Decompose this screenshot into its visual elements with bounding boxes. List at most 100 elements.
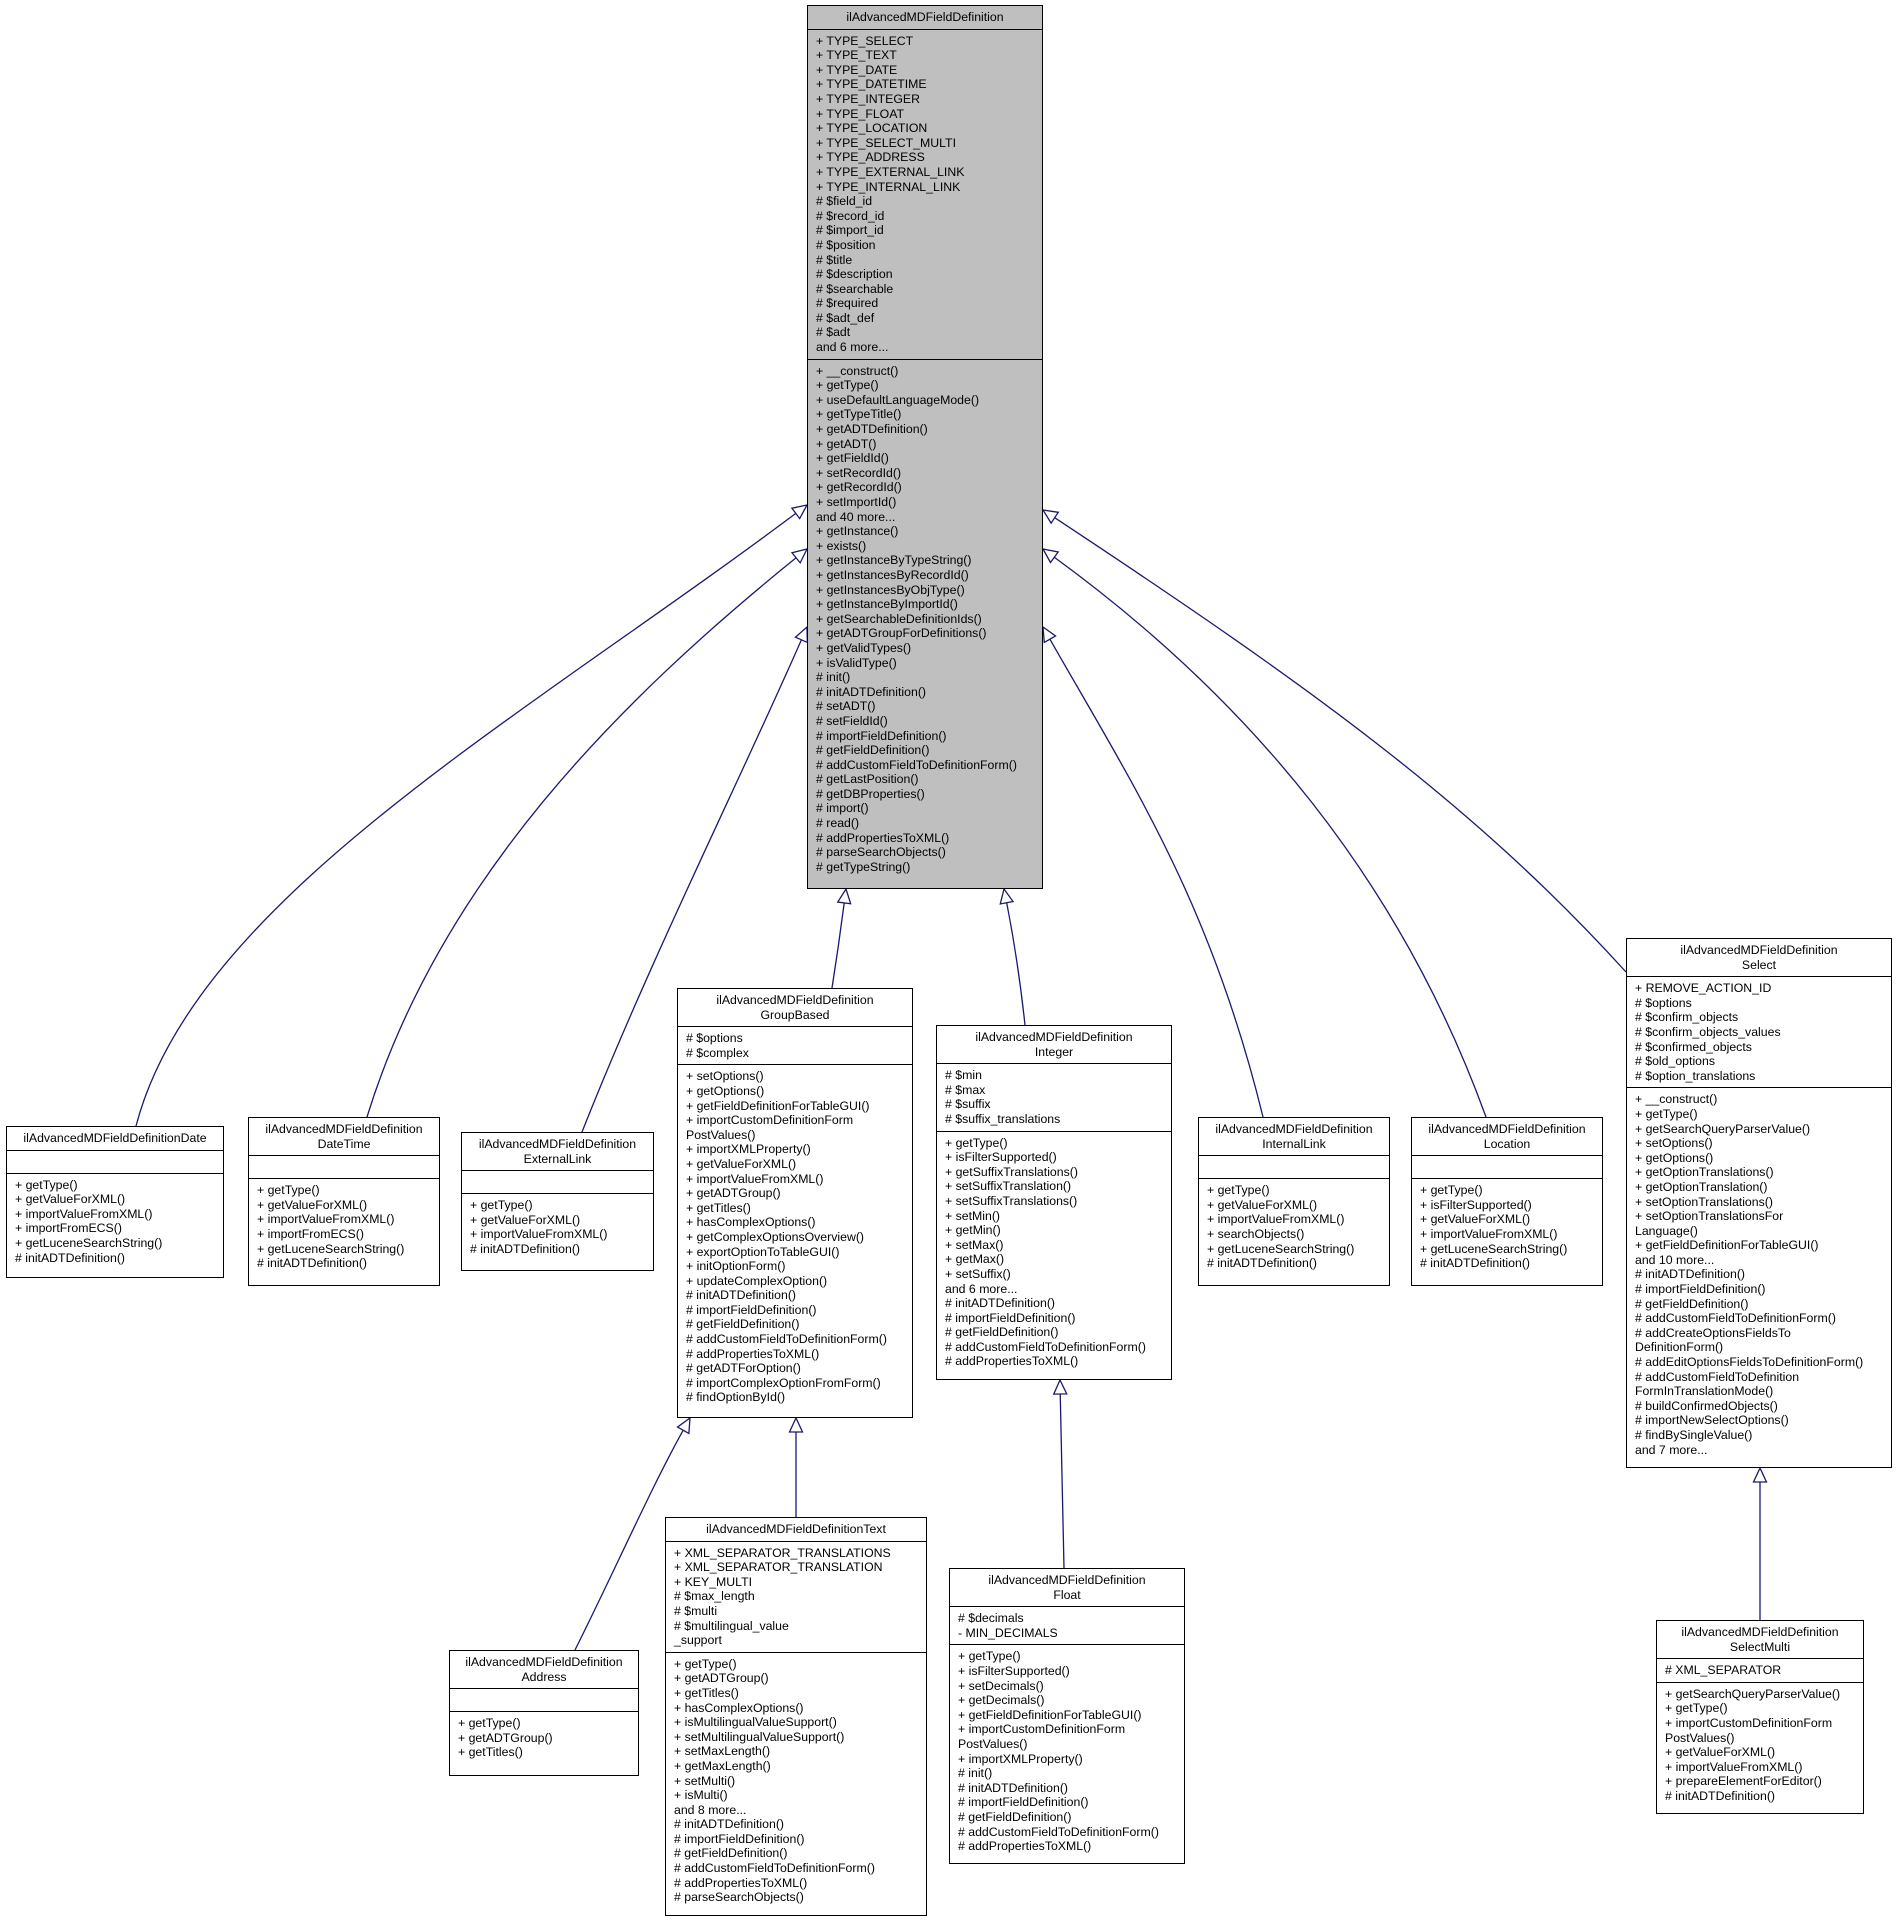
method-item: PostValues() (686, 1127, 756, 1142)
class-box-base[interactable]: ilAdvancedMDFieldDefinition + TYPE_SELECT… (807, 5, 1043, 889)
method-item: + getTypeTitle() (816, 407, 902, 422)
method-item: # findOptionById() (686, 1390, 786, 1405)
method-item: + getADT() (816, 436, 877, 451)
class-title-line: ilAdvancedMDFieldDefinition (265, 1122, 423, 1136)
attribute-item: + TYPE_FLOAT (816, 106, 905, 121)
method-item: # initADTDefinition() (674, 1817, 785, 1832)
class-title-line: ilAdvancedMDFieldDefinition (465, 1655, 623, 1669)
class-box-date[interactable]: ilAdvancedMDFieldDefinitionDate+ getType… (6, 1126, 224, 1278)
edge-line (1053, 556, 1487, 1118)
class-title: ilAdvancedMDFieldDefinitionText (666, 1518, 926, 1541)
attribute-item: + TYPE_SELECT (816, 33, 914, 48)
method-item: # addCustomFieldToDefinitionForm() (958, 1824, 1159, 1839)
methods-section: + getType()+ getValueForXML()+ importVal… (462, 1193, 653, 1260)
method-item: + getValueForXML() (257, 1197, 368, 1212)
method-item: # import() (816, 801, 869, 816)
method-item: # initADTDefinition() (1207, 1256, 1318, 1271)
class-title-line: ExternalLink (523, 1151, 592, 1166)
method-item: # addCreateOptionsFieldsTo (1635, 1325, 1791, 1340)
class-title: ilAdvancedMDFieldDefinition (808, 6, 1042, 29)
method-item: # addCustomFieldToDefinitionForm() (1635, 1311, 1836, 1326)
inheritance-edge-address-to-groupbased (574, 1416, 691, 1651)
method-item: # getTypeString() (816, 859, 911, 874)
method-item: + getLuceneSearchString() (1420, 1241, 1568, 1256)
method-item: # parseSearchObjects() (816, 845, 946, 860)
method-item: + hasComplexOptions() (686, 1215, 816, 1230)
method-item: + importXMLProperty() (686, 1142, 811, 1157)
attribute-item: # $option_translations (1635, 1068, 1756, 1083)
method-item: # initADTDefinition() (816, 684, 927, 699)
class-title-line: ilAdvancedMDFieldDefinition (1680, 943, 1838, 957)
edge-line (1006, 902, 1026, 1026)
method-item: + setRecordId() (816, 465, 902, 480)
attribute-item: # $multilingual_value (674, 1618, 789, 1633)
inheritance-edge-internallink-to-base (1042, 625, 1264, 1118)
method-item: # init() (958, 1766, 993, 1781)
method-item: # importFieldDefinition() (816, 728, 947, 743)
attribute-item: # $options (1635, 995, 1692, 1010)
class-title-line: SelectMulti (1729, 1639, 1791, 1654)
methods-section: + getType()+ isFilterSupported()+ getSuf… (937, 1130, 1171, 1374)
method-item: # initADTDefinition() (1420, 1256, 1531, 1271)
attribute-item: # $options (686, 1031, 743, 1046)
class-box-text[interactable]: ilAdvancedMDFieldDefinitionText+ XML_SEP… (665, 1517, 927, 1916)
attribute-item: # $searchable (816, 281, 894, 296)
method-item: # importFieldDefinition() (674, 1831, 805, 1846)
method-item: # addPropertiesToXML() (686, 1346, 820, 1361)
method-item: + setOptionTranslations() (1635, 1194, 1773, 1209)
attributes-section: + XML_SEPARATOR_TRANSLATIONS+ XML_SEPARA… (666, 1540, 926, 1652)
inheritance-edge-select-to-base (1041, 509, 1627, 973)
method-item: # initADTDefinition() (1665, 1788, 1776, 1803)
method-item: + getFieldDefinitionForTableGUI() (1635, 1238, 1819, 1253)
method-item: # initADTDefinition() (470, 1241, 581, 1256)
method-item: # getDBProperties() (816, 786, 925, 801)
class-title-line: ilAdvancedMDFieldDefinitionDate (23, 1131, 207, 1145)
method-item: + getTitles() (674, 1685, 739, 1700)
method-item: and 6 more... (945, 1281, 1018, 1296)
method-item: + getValueForXML() (15, 1192, 126, 1207)
attribute-item: - MIN_DECIMALS (958, 1625, 1058, 1640)
class-title-line: Float (1053, 1587, 1081, 1602)
method-item: + getMax() (945, 1252, 1005, 1267)
method-item: # getFieldDefinition() (816, 743, 930, 758)
method-item: + getTitles() (458, 1745, 523, 1760)
method-item: + useDefaultLanguageMode() (816, 392, 980, 407)
method-item: + getType() (945, 1135, 1008, 1150)
method-item: # addPropertiesToXML() (945, 1354, 1079, 1369)
attribute-item: + TYPE_LOCATION (816, 121, 928, 136)
method-item: + getOptions() (1635, 1150, 1714, 1165)
method-item: # getFieldDefinition() (674, 1846, 788, 1861)
method-item: + importFromECS() (15, 1221, 122, 1236)
method-item: + getSuffixTranslations() (945, 1164, 1078, 1179)
attribute-item: + TYPE_INTEGER (816, 91, 920, 106)
attribute-item: + TYPE_INTERNAL_LINK (816, 179, 961, 194)
method-item: # addPropertiesToXML() (816, 830, 950, 845)
class-title-line: ilAdvancedMDFieldDefinition (988, 1573, 1146, 1587)
edge-line (1054, 517, 1627, 973)
attribute-item: + XML_SEPARATOR_TRANSLATION (674, 1560, 883, 1575)
method-item: # init() (816, 670, 851, 685)
method-item: PostValues() (1665, 1730, 1735, 1745)
class-title-line: ilAdvancedMDFieldDefinition (716, 993, 874, 1007)
attribute-item: # $suffix (945, 1097, 991, 1112)
method-item: + getComplexOptionsOverview() (686, 1229, 865, 1244)
method-item: + setDecimals() (958, 1678, 1044, 1693)
method-item: + getOptionTranslation() (1635, 1179, 1768, 1194)
attribute-item: # $field_id (816, 194, 873, 209)
method-item: + getOptions() (686, 1083, 765, 1098)
method-item: + getValueForXML() (1665, 1745, 1776, 1760)
class-title-line: ilAdvancedMDFieldDefinition (846, 10, 1004, 24)
